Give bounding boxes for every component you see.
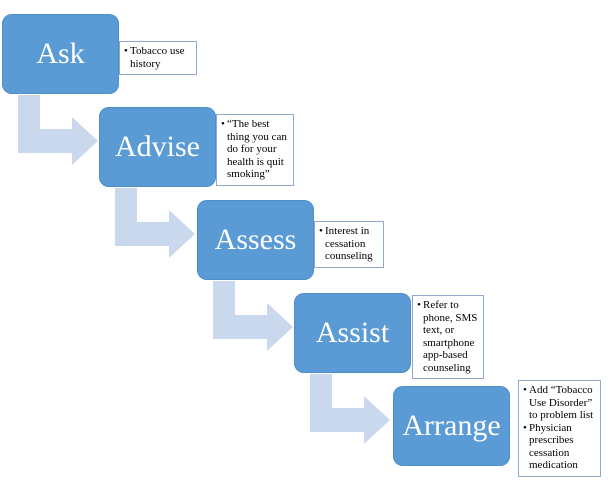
step-arrange-label: Arrange — [402, 409, 501, 442]
step-assist-box: Assist — [294, 293, 411, 373]
step-ask-label: Ask — [36, 37, 85, 70]
step-assess-label: Assess — [214, 223, 297, 256]
note-ask-item-1: Tobacco use history — [124, 45, 193, 70]
note-arrange-item-2: Physician prescribes cessation medicatio… — [523, 422, 597, 472]
step-arrange-box: Arrange — [393, 386, 510, 466]
note-arrange-item-1: Add “Tobacco Use Disorder” to problem li… — [523, 384, 597, 422]
step-ask-box: Ask — [2, 14, 119, 94]
step-advise-box: Advise — [99, 107, 216, 187]
step-advise-label: Advise — [115, 130, 200, 163]
note-advise-item-1: “The best thing you can do for your heal… — [221, 118, 290, 181]
connector-arrow-ask-advise — [18, 95, 98, 165]
step-assess-box: Assess — [197, 200, 314, 280]
note-assess: Interest in cessation counseling — [314, 221, 384, 268]
connector-arrow-advise-assess — [115, 188, 195, 258]
note-assist-item-1: Refer to phone, SMS text, or smartphone … — [417, 299, 480, 374]
note-assist: Refer to phone, SMS text, or smartphone … — [412, 295, 484, 379]
note-assess-item-1: Interest in cessation counseling — [319, 225, 380, 263]
connector-arrow-assess-assist — [213, 281, 293, 351]
step-assist-label: Assist — [315, 316, 390, 349]
note-advise: “The best thing you can do for your heal… — [216, 114, 294, 186]
connector-arrow-assist-arrange — [310, 374, 390, 444]
note-ask: Tobacco use history — [119, 41, 197, 75]
note-arrange: Add “Tobacco Use Disorder” to problem li… — [518, 380, 601, 477]
